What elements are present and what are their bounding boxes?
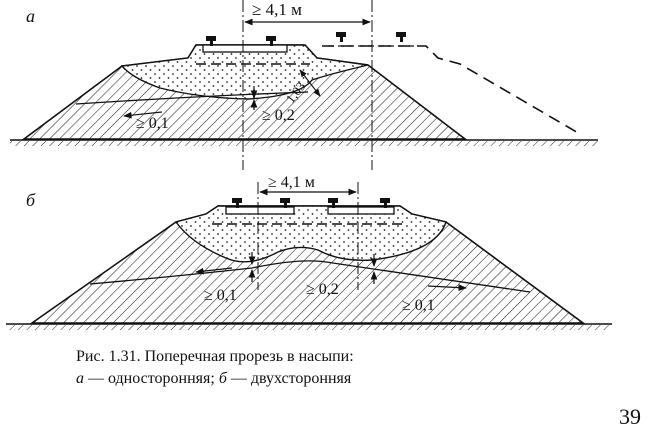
rail-icon bbox=[266, 36, 276, 46]
dim-mid-a: ≥ 0,2 bbox=[262, 107, 295, 124]
layer-line-b bbox=[89, 260, 531, 293]
figure-a: ≥ 4,1 м ≥ 0,2 ≥ 0,1 1,03 а bbox=[10, 0, 598, 170]
caption-text-b: — двухсторонняя bbox=[226, 370, 352, 387]
rail-icon bbox=[396, 32, 406, 42]
caption-label-a: а bbox=[76, 370, 84, 387]
caption-line-1: Рис. 1.31. Поперечная прорезь в насыпи: bbox=[76, 348, 354, 365]
ground-hatch-a bbox=[10, 141, 598, 146]
layer-line-a bbox=[75, 91, 309, 105]
slope-arrow-a bbox=[299, 69, 321, 97]
left-arrow-b bbox=[195, 267, 233, 275]
figure-b: ≥ 4,1 м ≥ 0,1 ≥ 0,2 ≥ 0,1 б bbox=[6, 174, 612, 330]
rail-icon bbox=[280, 198, 290, 208]
figure-label-b: б bbox=[26, 190, 36, 210]
dim-left-a: ≥ 0,1 bbox=[136, 115, 169, 132]
rail-plate-a bbox=[202, 44, 288, 53]
rail-plate-b2 bbox=[327, 206, 395, 215]
ballast-dots-b bbox=[174, 205, 447, 263]
rail-icon bbox=[380, 198, 390, 208]
width-mark-b: ≥ 4,1 м bbox=[268, 174, 315, 191]
ballast-fill-a bbox=[120, 44, 369, 100]
rail-icon bbox=[336, 32, 346, 42]
figure-label-a: а bbox=[26, 6, 35, 26]
caption-text-a: — односторонняя; bbox=[84, 370, 219, 387]
figure-caption: Рис. 1.31. Поперечная прорезь в насыпи: … bbox=[76, 346, 596, 390]
rail-icon bbox=[206, 36, 216, 46]
future-track-outline-a bbox=[322, 45, 581, 135]
left-arrow-a bbox=[123, 111, 163, 119]
dim-right-b: ≥ 0,1 bbox=[402, 297, 435, 314]
right-arrow-b bbox=[427, 284, 467, 291]
caption-line-2: а — односторонняя; б — двухсторонняя bbox=[76, 368, 596, 390]
caption-label-b: б bbox=[218, 370, 227, 387]
rail-icon bbox=[232, 198, 242, 208]
ground-hatch-b bbox=[6, 325, 612, 330]
width-mark-a: ≥ 4,1 м bbox=[252, 0, 302, 19]
rail-plate-b1 bbox=[225, 206, 295, 215]
page-number: 39 bbox=[619, 404, 641, 429]
dim-mid-b: ≥ 0,2 bbox=[306, 281, 339, 298]
dim-left-b: ≥ 0,1 bbox=[204, 287, 237, 304]
rail-icon bbox=[328, 198, 338, 208]
